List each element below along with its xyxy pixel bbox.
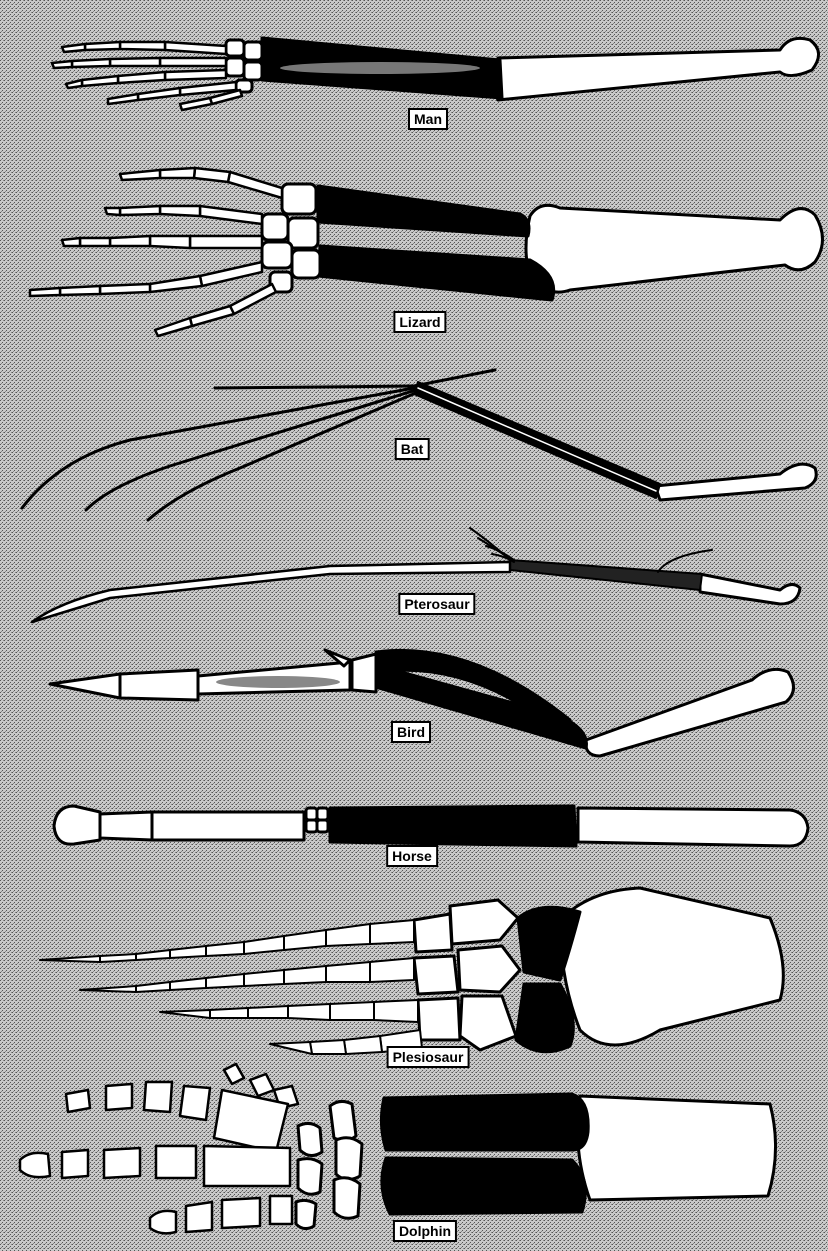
- dolphin-radius: [381, 1094, 588, 1150]
- plesiosaur-carpals: [414, 900, 520, 1050]
- horse-forearm: [330, 806, 576, 846]
- dolphin-ulna: [382, 1158, 585, 1214]
- label-bird: Bird: [391, 721, 431, 743]
- label-man: Man: [408, 108, 448, 130]
- horse-hoof: [54, 806, 100, 844]
- horse-humerus: [578, 808, 808, 846]
- label-dolphin: Dolphin: [393, 1220, 457, 1242]
- label-plesiosaur: Plesiosaur: [387, 1046, 470, 1068]
- dolphin-humerus: [578, 1096, 776, 1200]
- label-bat: Bat: [395, 438, 430, 460]
- horse-carpals: [306, 808, 328, 832]
- label-horse: Horse: [386, 845, 438, 867]
- horse-leg-icon: [54, 806, 808, 846]
- label-lizard: Lizard: [393, 311, 446, 333]
- horse-cannon: [152, 812, 304, 840]
- plesiosaur-ulna: [516, 984, 573, 1052]
- label-pterosaur: Pterosaur: [398, 593, 475, 615]
- horse-pastern: [100, 812, 152, 840]
